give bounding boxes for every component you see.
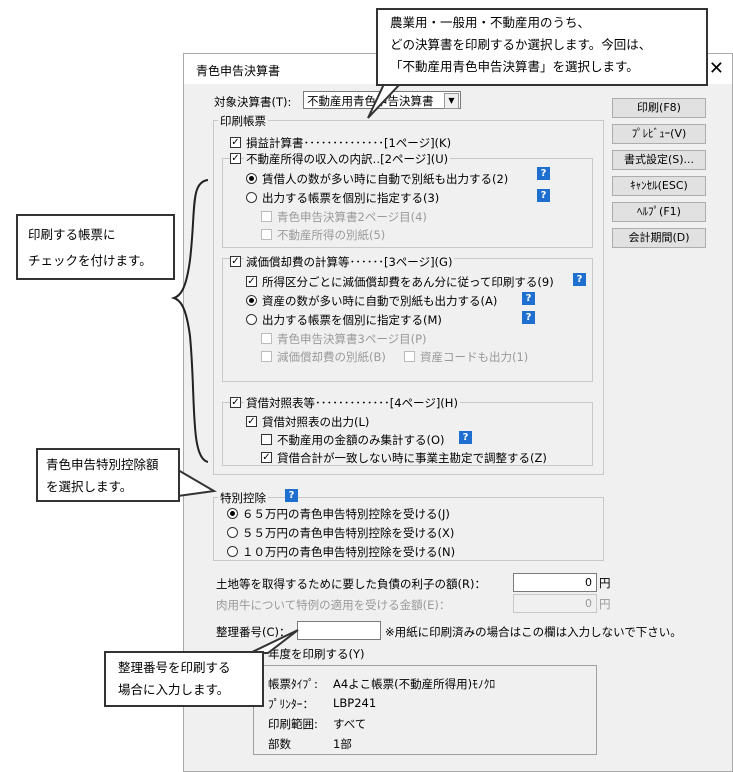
copies-label: 部数	[268, 737, 291, 751]
print-forms-label: 印刷帳票	[218, 113, 268, 129]
form-type-value: A4よこ帳票(不動産所得用)ﾓﾉｸﾛ	[333, 677, 496, 691]
help-icon[interactable]: ?	[537, 167, 550, 180]
callout-deduction: 青色申告特別控除額 を選択します。	[36, 448, 180, 502]
callout-text: チェックを付けます。	[28, 253, 152, 268]
print-info-box	[253, 665, 597, 755]
callout-tail	[249, 629, 299, 654]
deduction-65-radio[interactable]	[227, 508, 238, 519]
close-icon[interactable]: ✕	[708, 58, 724, 79]
cancel-button[interactable]: ｷｬﾝｾﾙ(ESC)	[612, 176, 706, 196]
adjust-owner-checkbox[interactable]: ✓	[261, 452, 272, 463]
target-select-value: 不動産用青色申告決算書	[307, 94, 434, 108]
copies-value: 1部	[333, 737, 352, 751]
balance-sheet-label: 貸借対照表等･････････････[4ページ](H)	[244, 395, 460, 411]
deduction-65-label: ６５万円の青色申告特別控除を受ける(J)	[242, 507, 450, 521]
accounting-period-button[interactable]: 会計期間(D)	[612, 228, 706, 248]
income-manual-label: 出力する帳票を個別に指定する(3)	[262, 191, 440, 205]
chevron-down-icon[interactable]: ▼	[444, 93, 459, 109]
apportion-checkbox[interactable]: ✓	[246, 276, 257, 287]
depreciation-auto-label: 資産の数が多い時に自動で別紙も出力する(A)	[262, 294, 498, 308]
realestate-only-checkbox[interactable]	[261, 434, 272, 445]
window-title: 青色申告決算書	[196, 64, 281, 78]
callout-text: 「不動産用青色申告決算書」を選択します。	[390, 59, 639, 74]
balance-sheet-checkbox[interactable]: ✓	[230, 397, 241, 408]
asset-code-checkbox[interactable]	[404, 351, 415, 362]
depreciation-page3-checkbox[interactable]	[261, 333, 272, 344]
pl-label: 損益計算書･･････････････[1ページ](K)	[246, 136, 452, 150]
pl-checkbox[interactable]: ✓	[230, 137, 241, 148]
print-button[interactable]: 印刷(F8)	[612, 98, 706, 118]
deduction-group	[213, 497, 604, 561]
depreciation-manual-radio[interactable]	[246, 314, 257, 325]
deduction-55-radio[interactable]	[227, 527, 238, 538]
apportion-label: 所得区分ごとに減価償却費をあん分に従って印刷する(9)	[262, 275, 554, 289]
callout-text: 青色申告特別控除額	[46, 457, 159, 472]
callout-text: 印刷する帳票に	[28, 227, 116, 242]
serial-label: 整理番号(C)：	[216, 625, 291, 639]
income-auto-radio[interactable]	[246, 173, 257, 184]
callout-text: 整理番号を印刷する	[118, 660, 231, 675]
depreciation-attachment-label: 減価償却費の別紙(B)	[277, 350, 386, 364]
form-type-label: 帳票ﾀｲﾌﾟ:	[268, 677, 318, 691]
income-label: 不動産所得の収入の内訳‥[2ページ](U)	[244, 151, 451, 167]
help-icon[interactable]: ?	[537, 189, 550, 202]
callout-text: 場合に入力します。	[118, 682, 230, 697]
deduction-55-label: ５５万円の青色申告特別控除を受ける(X)	[242, 526, 455, 540]
format-settings-button[interactable]: 書式設定(S)...	[612, 150, 706, 170]
callout-tail	[177, 468, 218, 498]
preview-button[interactable]: ﾌﾟﾚﾋﾞｭｰ(V)	[612, 124, 706, 144]
callout-target-selection: 農業用・一般用・不動産用のうち、 どの決算書を印刷するか選択します。今回は、 「…	[376, 8, 708, 86]
depreciation-label: 減価償却費の計算等･･････[3ページ](G)	[244, 254, 455, 270]
depreciation-page3-label: 青色申告決算書3ページ目(P)	[277, 332, 427, 346]
help-icon[interactable]: ?	[573, 273, 586, 286]
income-checkbox[interactable]: ✓	[230, 153, 241, 164]
income-manual-radio[interactable]	[246, 192, 257, 203]
deduction-10-radio[interactable]	[227, 546, 238, 557]
income-auto-label: 賃借人の数が多い時に自動で別紙も出力する(2)	[262, 172, 509, 186]
printer-value: LBP241	[333, 696, 377, 710]
depreciation-manual-label: 出力する帳票を個別に指定する(M)	[262, 313, 442, 327]
depreciation-auto-radio[interactable]	[246, 295, 257, 306]
depreciation-checkbox[interactable]: ✓	[230, 256, 241, 267]
beef-unit: 円	[599, 597, 611, 611]
help-icon[interactable]: ?	[459, 431, 472, 444]
help-button[interactable]: ﾍﾙﾌﾟ(F1)	[612, 202, 706, 222]
target-label: 対象決算書(T):	[214, 95, 292, 109]
callout-text: どの決算書を印刷するか選択します。今回は、	[390, 37, 652, 52]
help-icon[interactable]: ?	[522, 292, 535, 305]
print-forms-group	[213, 120, 604, 475]
asset-code-label: 資産コードも出力(1)	[420, 350, 529, 364]
serial-note: ※用紙に印刷済みの場合はこの欄は入力しないで下さい。	[385, 625, 682, 639]
depreciation-attachment-checkbox[interactable]	[261, 351, 272, 362]
beef-input[interactable]: 0	[513, 594, 597, 613]
callout-text: 農業用・一般用・不動産用のうち、	[390, 15, 591, 30]
range-label: 印刷範囲:	[268, 717, 318, 731]
realestate-only-label: 不動産用の金額のみ集計する(O)	[277, 433, 445, 447]
dialog-window: 青色申告決算書 ✕	[183, 53, 733, 772]
income-page2-checkbox[interactable]	[261, 211, 272, 222]
deduction-10-label: １０万円の青色申告特別控除を受ける(N)	[242, 545, 456, 559]
brace-shape	[170, 179, 209, 463]
range-value: すべて	[333, 717, 367, 731]
income-attachment-label: 不動産所得の別紙(5)	[277, 228, 386, 242]
adjust-owner-label: 貸借合計が一致しない時に事業主勘定で調整する(Z)	[277, 451, 547, 465]
bs-output-checkbox[interactable]: ✓	[246, 416, 257, 427]
beef-label: 肉用牛について特例の適用を受ける金額(E)：	[216, 598, 451, 612]
interest-label: 土地等を取得するために要した負債の利子の額(R)：	[216, 577, 486, 591]
deduction-label: 特別控除	[218, 490, 268, 506]
help-icon[interactable]: ?	[285, 489, 298, 502]
callout-text: を選択します。	[46, 479, 133, 494]
interest-input[interactable]: 0	[513, 573, 597, 592]
income-attachment-checkbox[interactable]	[261, 229, 272, 240]
year-print-label: 年度を印刷する(Y)	[268, 647, 365, 661]
bs-output-label: 貸借対照表の出力(L)	[262, 415, 370, 429]
printer-label: ﾌﾟﾘﾝﾀｰ：	[268, 697, 314, 711]
callout-print-forms: 印刷する帳票に チェックを付けます。	[16, 214, 175, 280]
income-page2-label: 青色申告決算書2ページ目(4)	[277, 210, 427, 224]
callout-serial-number: 整理番号を印刷する 場合に入力します。	[104, 651, 264, 707]
callout-tail	[367, 83, 403, 119]
interest-unit: 円	[599, 576, 611, 590]
help-icon[interactable]: ?	[522, 311, 535, 324]
